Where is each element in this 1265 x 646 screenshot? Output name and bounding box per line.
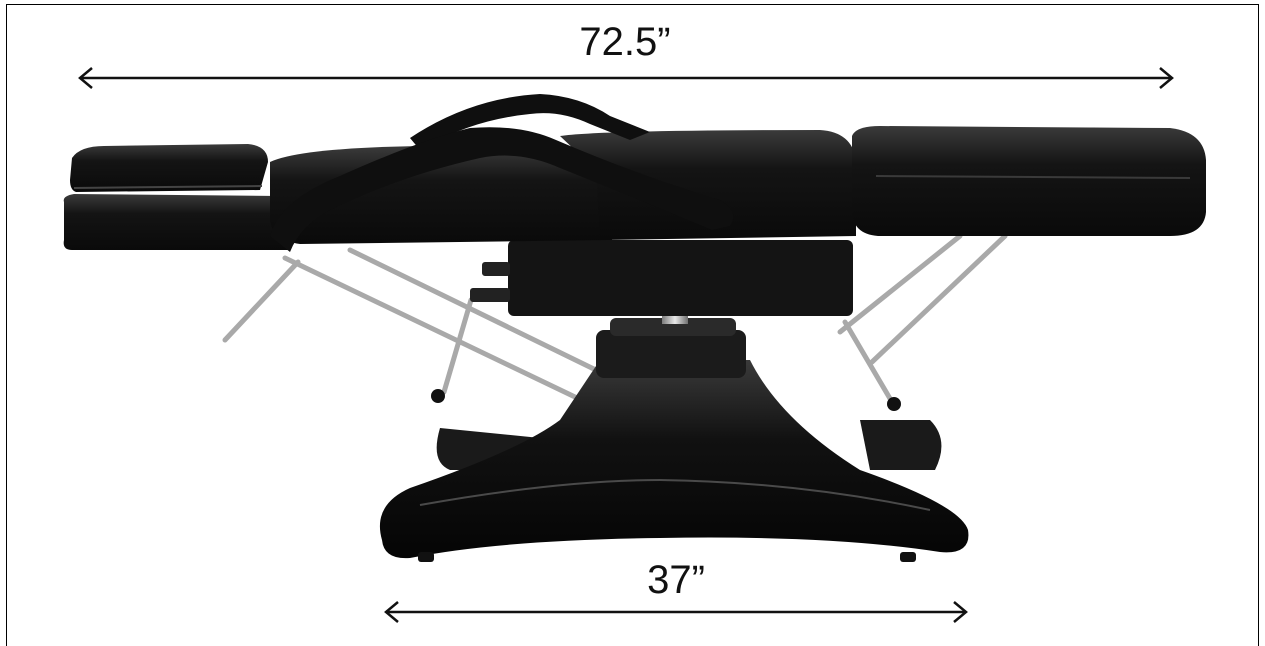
base-width-arrow bbox=[384, 601, 968, 623]
leg-foot-left bbox=[431, 389, 445, 403]
base-width-label: 37” bbox=[647, 558, 705, 602]
pedestal-base bbox=[379, 360, 969, 562]
overall-length-label: 72.5” bbox=[579, 20, 671, 64]
frame-border-top bbox=[6, 4, 1259, 5]
frame-border-left bbox=[6, 4, 7, 646]
adjust-lever bbox=[470, 288, 510, 302]
adjust-knob bbox=[482, 262, 510, 276]
frame-border-right bbox=[1258, 4, 1259, 646]
arm-rests bbox=[270, 94, 734, 252]
seat-frame-box bbox=[508, 240, 853, 316]
leg-foot-right bbox=[887, 397, 901, 411]
head-rest-cushion bbox=[852, 126, 1206, 236]
seat-cushion bbox=[270, 130, 856, 244]
overall-length-arrow bbox=[78, 67, 1174, 89]
chrome-legs bbox=[222, 233, 1008, 411]
leg-rest-cushion bbox=[63, 144, 290, 250]
